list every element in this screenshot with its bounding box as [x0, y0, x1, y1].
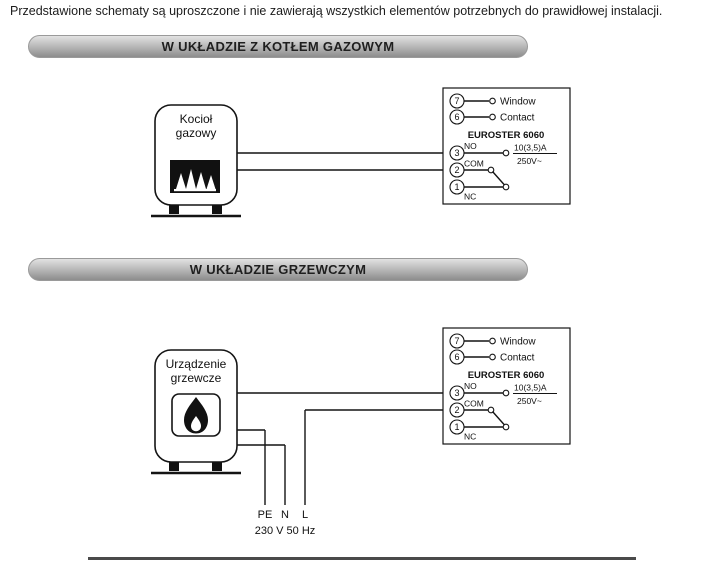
- nc-contact-node: [502, 183, 510, 191]
- window-contact-node: [489, 97, 496, 105]
- heating-device-diagram: Urządzenie grzewcze PE N L 230 V 50 Hz: [151, 327, 571, 537]
- pe-label: PE: [258, 509, 273, 521]
- connection-wires: [237, 152, 452, 171]
- terminal-block: 7 6 Window Contact EUROSTER 6060 NO 3 CO…: [442, 327, 571, 445]
- com-label: COM: [464, 159, 484, 169]
- boiler-figure: Kocioł gazowy: [151, 104, 241, 218]
- brand-label: EUROSTER 6060: [468, 370, 545, 381]
- device-leg-right: [212, 462, 222, 471]
- terminal-2: [449, 402, 465, 418]
- boiler-leg-right: [212, 205, 222, 214]
- terminal-3-number: 3: [454, 388, 459, 398]
- terminal-1-number: 1: [454, 422, 459, 432]
- rating-current: 10(3,5)A: [514, 383, 547, 393]
- section-header-gas-boiler: W UKŁADZIE Z KOTŁEM GAZOWYM: [28, 35, 528, 58]
- terminal-6: [449, 349, 465, 365]
- terminal-1-number: 1: [454, 182, 459, 192]
- boiler-label-line1: Kocioł: [180, 112, 213, 126]
- page-edge-line: [88, 557, 636, 560]
- com-pivot-node: [487, 406, 495, 414]
- l-label: L: [302, 509, 308, 521]
- terminal-6-number: 6: [454, 112, 459, 122]
- rating-current: 10(3,5)A: [514, 143, 547, 153]
- terminal-2-number: 2: [454, 165, 459, 175]
- contact-label: Contact: [500, 113, 535, 124]
- rating-voltage: 250V~: [517, 396, 542, 406]
- terminal-3-number: 3: [454, 148, 459, 158]
- terminal-3: [449, 145, 465, 161]
- window-label: Window: [500, 97, 536, 108]
- nc-label: NC: [464, 192, 476, 202]
- connection-wires: [237, 392, 452, 505]
- nc-label: NC: [464, 432, 476, 442]
- device-label-line2: grzewcze: [171, 371, 222, 385]
- no-contact-node: [502, 149, 510, 157]
- brand-label: EUROSTER 6060: [468, 130, 545, 141]
- terminal-6-number: 6: [454, 352, 459, 362]
- terminal-7: [449, 93, 465, 109]
- contact-contact-node: [489, 113, 496, 121]
- flame-icon: [171, 393, 221, 437]
- device-label-line1: Urządzenie: [166, 357, 227, 371]
- heating-device-figure: Urządzenie grzewcze: [151, 349, 241, 475]
- terminal-3: [449, 385, 465, 401]
- disclaimer-text: Przedstawione schematy są uproszczone i …: [10, 4, 663, 18]
- section-header-gas-boiler-label: W UKŁADZIE Z KOTŁEM GAZOWYM: [161, 39, 395, 54]
- relay-blade: [491, 171, 506, 186]
- section-header-heating: W UKŁADZIE GRZEWCZYM: [28, 258, 528, 281]
- window-contact-node: [489, 337, 496, 345]
- section-header-heating-label: W UKŁADZIE GRZEWCZYM: [189, 262, 367, 277]
- n-label: N: [281, 509, 289, 521]
- terminal-1: [449, 419, 465, 435]
- no-label: NO: [464, 141, 477, 151]
- contact-contact-node: [489, 353, 496, 361]
- boiler-label-line2: gazowy: [176, 126, 217, 140]
- com-pivot-node: [487, 166, 495, 174]
- terminal-2-number: 2: [454, 405, 459, 415]
- nc-contact-node: [502, 423, 510, 431]
- no-label: NO: [464, 381, 477, 391]
- contact-label: Contact: [500, 353, 535, 364]
- terminal-6: [449, 109, 465, 125]
- mains-labels: PE N L 230 V 50 Hz: [255, 509, 316, 537]
- device-leg-left: [169, 462, 179, 471]
- terminal-2: [449, 162, 465, 178]
- terminal-7: [449, 333, 465, 349]
- no-contact-node: [502, 389, 510, 397]
- mains-voltage-label: 230 V 50 Hz: [255, 525, 316, 537]
- terminal-7-number: 7: [454, 96, 459, 106]
- boiler-leg-left: [169, 205, 179, 214]
- com-label: COM: [464, 399, 484, 409]
- window-label: Window: [500, 337, 536, 348]
- terminal-7-number: 7: [454, 336, 459, 346]
- terminal-block: 7 6 Window Contact EUROSTER 6060 NO 3 CO…: [442, 87, 571, 205]
- burner-flame-icon: [170, 160, 220, 193]
- terminal-1: [449, 179, 465, 195]
- rating-voltage: 250V~: [517, 156, 542, 166]
- gas-boiler-diagram: Kocioł gazowy 7 6 W: [151, 87, 571, 218]
- relay-blade: [491, 411, 506, 426]
